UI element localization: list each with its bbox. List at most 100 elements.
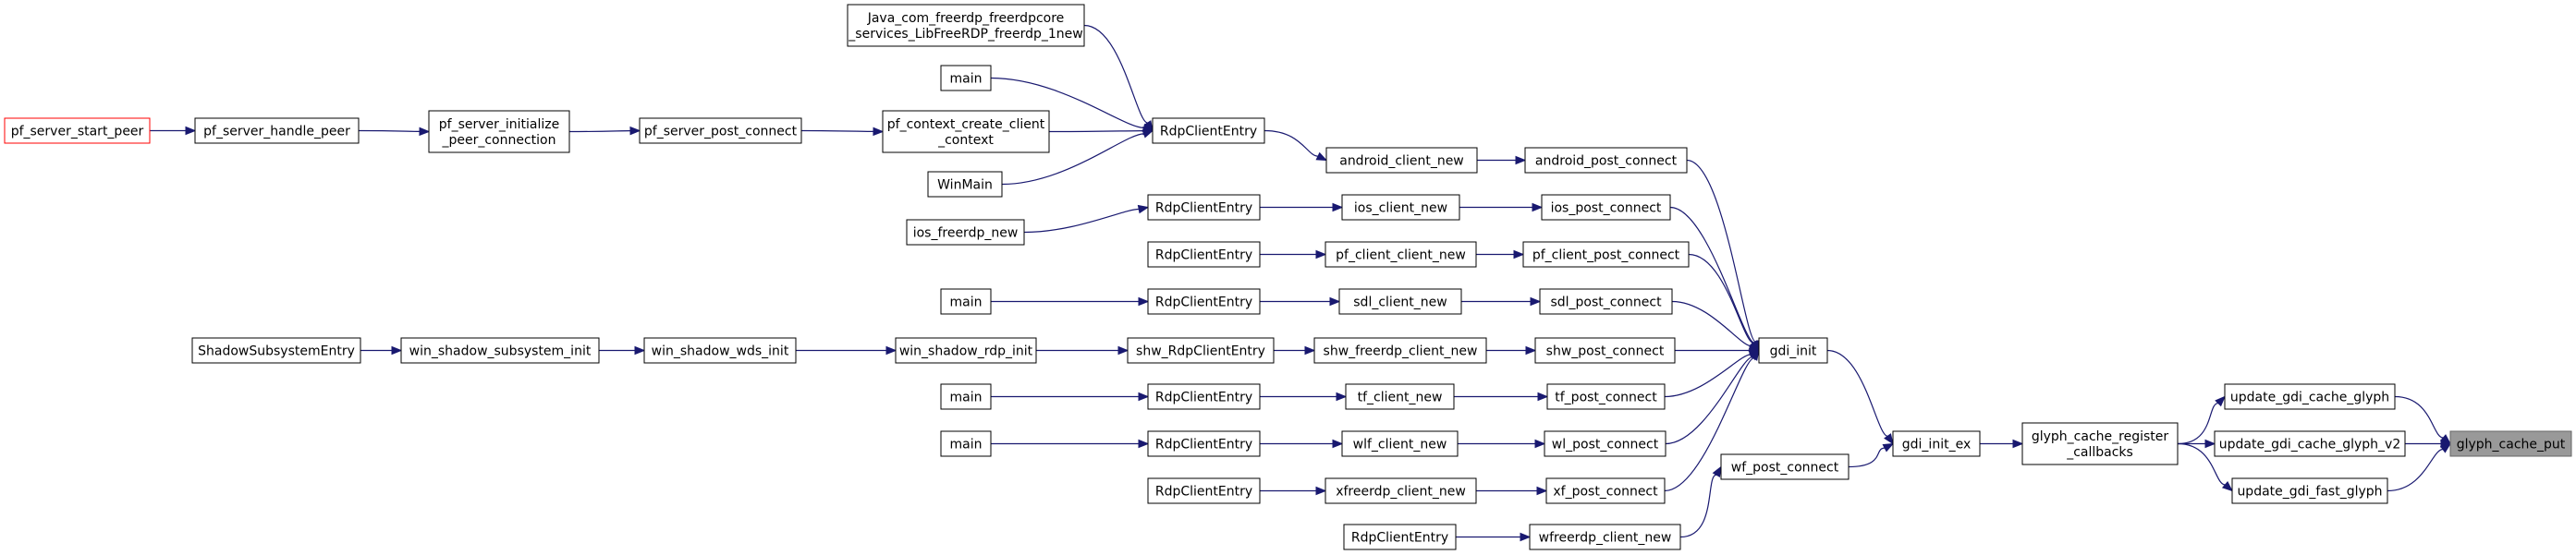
node-box [4, 117, 151, 144]
node-box [1343, 524, 1457, 550]
node-pf-client-post-connect[interactable]: pf_client_post_connect [1522, 241, 1690, 268]
call-edge [796, 345, 897, 356]
edge-line [2177, 442, 2226, 486]
node-update-gdi-cache-glyph-v2[interactable]: update_gdi_cache_glyph_v2 [2214, 430, 2406, 457]
arrowhead-icon [1141, 129, 1154, 139]
node-glyph-cache-register-callbacks[interactable]: glyph_cache_register_callbacks [2021, 422, 2179, 465]
node-box [1544, 430, 1666, 457]
node-box [1720, 453, 1850, 480]
node-android-client-new[interactable]: android_client_new [1325, 147, 1478, 174]
node-label: ios_freerdp_new [913, 226, 1019, 241]
node-pf-server-handle-peer[interactable]: pf_server_handle_peer [194, 117, 360, 144]
arrowhead-icon [1537, 392, 1549, 402]
node-ios-freerdp-new[interactable]: ios_freerdp_new [906, 219, 1025, 246]
node-label: android_client_new [1339, 154, 1464, 169]
call-edge [991, 296, 1150, 307]
arrowhead-icon [1117, 345, 1129, 356]
node-xf-post-connect[interactable]: xf_post_connect [1545, 477, 1666, 504]
node-pf-context-create-client-context[interactable]: pf_context_create_client_context [882, 110, 1050, 153]
edge-line [1665, 356, 1753, 445]
call-edge [1260, 249, 1327, 259]
call-edges [149, 24, 2452, 542]
node-shadowsubsystementry[interactable]: ShadowSubsystemEntry [191, 337, 361, 364]
node-pf-server-start-peer[interactable]: pf_server_start_peer [4, 117, 151, 144]
edge-line [568, 130, 631, 133]
node-box [1758, 337, 1828, 364]
node-box [1541, 194, 1671, 221]
node-rdpcliententry-wl[interactable]: RdpClientEntry [1147, 430, 1261, 457]
call-edge [1686, 159, 1760, 352]
node-label: _peer_connection [441, 133, 555, 148]
call-edge [1083, 24, 1154, 132]
node-update-gdi-cache-glyph[interactable]: update_gdi_cache_glyph [2224, 383, 2396, 410]
node-tf-post-connect[interactable]: tf_post_connect [1546, 383, 1666, 410]
arrowhead-icon [1520, 532, 1532, 542]
node-label: main [950, 391, 983, 405]
arrowhead-icon [1532, 202, 1544, 212]
node-ios-post-connect[interactable]: ios_post_connect [1541, 194, 1671, 221]
node-wlf-client-new[interactable]: wlf_client_new [1341, 430, 1459, 457]
node-label: shw_freerdp_client_new [1324, 344, 1478, 359]
node-rdpcliententry-android[interactable]: RdpClientEntry [1152, 117, 1265, 144]
node-box [1152, 117, 1265, 144]
node-win-shadow-rdp-init[interactable]: win_shadow_rdp_init [895, 337, 1037, 364]
node-wf-post-connect[interactable]: wf_post_connect [1720, 453, 1850, 480]
node-rdpcliententry-tf[interactable]: RdpClientEntry [1147, 383, 1261, 410]
node-label: win_shadow_rdp_init [899, 344, 1033, 359]
node-tf-client-new[interactable]: tf_client_new [1345, 383, 1455, 410]
node-label: pf_client_client_new [1336, 248, 1466, 263]
node-gdi-init-ex[interactable]: gdi_init_ex [1892, 430, 1981, 457]
node-shw-post-connect[interactable]: shw_post_connect [1534, 337, 1676, 364]
node-box [1147, 383, 1261, 410]
node-win-shadow-subsystem-init[interactable]: win_shadow_subsystem_init [400, 337, 600, 364]
node-main-sdl[interactable]: main [940, 288, 992, 315]
node-sdl-client-new[interactable]: sdl_client_new [1338, 288, 1462, 315]
node-pf-server-post-connect[interactable]: pf_server_post_connect [639, 117, 802, 144]
node-rdpcliententry-sdl[interactable]: RdpClientEntry [1147, 288, 1261, 315]
call-edge [358, 127, 431, 137]
call-edge [1848, 442, 1895, 468]
node-label: RdpClientEntry [1155, 485, 1252, 500]
call-edge [1459, 202, 1544, 212]
node-rdpcliententry-xf[interactable]: RdpClientEntry [1147, 477, 1261, 504]
node-pf-server-initialize-peer-connection[interactable]: pf_server_initialize_peer_connection [428, 110, 570, 153]
node-rdpcliententry-wf[interactable]: RdpClientEntry [1343, 524, 1457, 550]
node-box [1325, 147, 1478, 174]
node-wl-post-connect[interactable]: wl_post_connect [1544, 430, 1666, 457]
edge-line [1264, 129, 1319, 157]
node-box [882, 110, 1050, 153]
node-java-new[interactable]: Java_com_freerdp_freerdpcore_services_Li… [847, 4, 1085, 47]
node-rdpcliententry-ios[interactable]: RdpClientEntry [1147, 194, 1261, 221]
node-sdl-post-connect[interactable]: sdl_post_connect [1539, 288, 1673, 315]
node-rdpcliententry-pf[interactable]: RdpClientEntry [1147, 241, 1261, 268]
call-edge [1274, 345, 1316, 356]
node-wfreerdp-client-new[interactable]: wfreerdp_client_new [1529, 524, 1681, 550]
call-edge [1826, 349, 1894, 445]
node-winmain[interactable]: WinMain [927, 171, 1003, 198]
node-win-shadow-wds-init[interactable]: win_shadow_wds_init [643, 337, 797, 364]
node-update-gdi-fast-glyph[interactable]: update_gdi_fast_glyph [2231, 477, 2388, 504]
node-main-wl[interactable]: main [940, 430, 992, 457]
node-label: shw_RdpClientEntry [1136, 344, 1265, 359]
node-label: RdpClientEntry [1160, 125, 1257, 139]
node-main-tf[interactable]: main [940, 383, 992, 410]
call-edge [1486, 345, 1537, 356]
arrowhead-icon [1750, 349, 1760, 361]
call-edge [1260, 486, 1327, 496]
edge-line [1023, 208, 1140, 234]
node-ios-client-new[interactable]: ios_client_new [1341, 194, 1460, 221]
call-edge [1036, 345, 1129, 356]
arrowhead-icon [1138, 392, 1150, 402]
node-android-post-connect[interactable]: android_post_connect [1524, 147, 1688, 174]
node-pf-client-client-new[interactable]: pf_client_client_new [1325, 241, 1477, 268]
edge-line [1848, 447, 1886, 468]
node-glyph-cache-put[interactable]: glyph_cache_put [2449, 430, 2572, 457]
node-box [2224, 383, 2396, 410]
node-shw-rdpcliententry[interactable]: shw_RdpClientEntry [1127, 337, 1275, 364]
node-box [940, 65, 992, 91]
arrowhead-icon [1530, 296, 1542, 307]
node-main-android[interactable]: main [940, 65, 992, 91]
node-xfreerdp-client-new[interactable]: xfreerdp_client_new [1325, 477, 1477, 504]
node-shw-freerdp-client-new[interactable]: shw_freerdp_client_new [1313, 337, 1487, 364]
node-gdi-init[interactable]: gdi_init [1758, 337, 1828, 364]
